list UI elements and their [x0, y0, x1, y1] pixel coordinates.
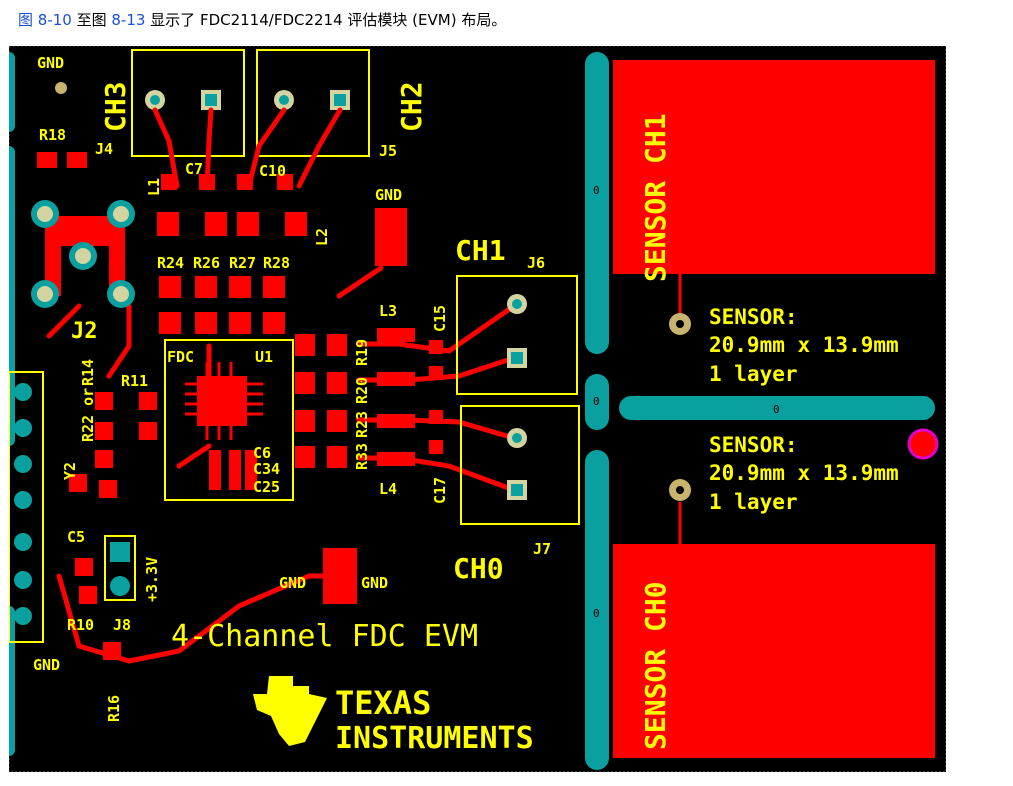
j5-label: J5	[379, 142, 397, 160]
r28-label: R28	[263, 254, 290, 272]
c10-label: C10	[259, 162, 286, 180]
r23-label: R23	[353, 411, 371, 438]
sensor-note-bottom-line1: SENSOR:	[709, 433, 798, 457]
power-label: +3.3V	[143, 557, 161, 602]
smd-pads	[37, 152, 443, 660]
pcb-layout-image: 0 0 0 0 SENSOR CH1 SENSOR CH0 SENSOR: 20…	[9, 46, 946, 772]
ch3-label: CH3	[99, 81, 132, 132]
y2-label: Y2	[61, 462, 79, 480]
j2-connector	[31, 200, 135, 308]
r11-label: R11	[121, 372, 148, 390]
left-header-pins	[14, 383, 32, 625]
connector-pads-top	[145, 90, 350, 110]
r19-label: R19	[353, 339, 371, 366]
caption-text-mid: 至图	[71, 11, 112, 29]
gnd-pad-top	[375, 208, 407, 266]
c17-label: C17	[431, 477, 449, 504]
gnd-label-trace: GND	[279, 574, 306, 592]
gnd-label-power: GND	[361, 574, 388, 592]
figure-ref-link-start[interactable]: 图 8-10	[18, 11, 72, 29]
logo-line-instruments: INSTRUMENTS	[335, 721, 534, 756]
l1-label: L1	[145, 178, 163, 196]
j6-outline	[456, 275, 578, 395]
r22-label: R22 or	[79, 388, 97, 442]
u1-thermal-pad	[197, 376, 247, 426]
gnd-label-bottomleft: GND	[33, 656, 60, 674]
c25-label: C25	[253, 478, 280, 496]
j7-label: J7	[533, 540, 551, 558]
zero-label-3: 0	[773, 403, 780, 416]
c5-label: C5	[67, 528, 85, 546]
ch1-label: CH1	[455, 234, 506, 267]
fdc-label: FDC	[167, 348, 194, 366]
j4-outline	[131, 49, 245, 157]
gnd-label-pad: GND	[375, 186, 402, 204]
r14-label: R14	[79, 359, 97, 386]
sensor-ch0-pad	[613, 544, 935, 758]
gnd-testpoint	[55, 82, 67, 94]
j2-label: J2	[71, 319, 98, 344]
ch0-label: CH0	[453, 552, 504, 585]
sensor-note-top-line2: 20.9mm x 13.9mm	[709, 333, 899, 357]
j6-label: J6	[527, 254, 545, 272]
l2-label: L2	[313, 228, 331, 246]
figure-ref-link-end[interactable]: 8-13	[111, 11, 146, 29]
texas-state-icon	[253, 676, 327, 746]
left-header-outline	[9, 371, 44, 643]
zero-label-2: 0	[593, 395, 600, 408]
r20-label: R20	[353, 377, 371, 404]
r10-label: R10	[67, 616, 94, 634]
connector-pads-right	[507, 294, 527, 500]
gnd-label-topleft: GND	[37, 54, 64, 72]
sensor-note-top-line3: 1 layer	[709, 362, 798, 386]
j8-label: J8	[113, 616, 131, 634]
l3-label: L3	[379, 302, 397, 320]
caption-text: 显示了 FDC2114/FDC2214 评估模块 (EVM) 布局。	[145, 11, 507, 29]
j4-label: J4	[95, 140, 113, 158]
r26-label: R26	[193, 254, 220, 272]
ti-logo: TEXAS INSTRUMENTS	[253, 676, 534, 756]
magenta-test-via	[907, 428, 939, 460]
r33-label: R33	[353, 443, 371, 470]
r16-label: R16	[105, 695, 123, 722]
logo-line-texas: TEXAS	[335, 684, 431, 722]
u1-label: U1	[255, 348, 273, 366]
figure-caption: 图 8-10 至图 8-13 显示了 FDC2114/FDC2214 评估模块 …	[18, 9, 506, 30]
j7-outline	[460, 405, 580, 525]
sensor-ch0-label: SENSOR CH0	[639, 581, 672, 750]
gnd-pad-bottom	[323, 548, 357, 604]
u1-pins	[185, 362, 263, 440]
sensor-note-bottom-line2: 20.9mm x 13.9mm	[709, 461, 899, 485]
c6-label: C6	[253, 444, 271, 462]
zero-label-4: 0	[593, 607, 600, 620]
c7-label: C7	[185, 160, 203, 178]
sensor-ch1-label: SENSOR CH1	[639, 113, 672, 282]
ground-separators	[9, 52, 935, 770]
ch2-label: CH2	[395, 81, 428, 132]
r27-label: R27	[229, 254, 256, 272]
sensor-note-top-line1: SENSOR:	[709, 305, 798, 329]
board-title: 4-Channel FDC EVM	[171, 619, 478, 654]
r18-label: R18	[39, 126, 66, 144]
c34-label: C34	[253, 460, 280, 478]
sensor-note-bottom-line3: 1 layer	[709, 490, 798, 514]
c15-label: C15	[431, 305, 449, 332]
sensor-ch1-pad	[613, 60, 935, 274]
u1-outline	[164, 339, 294, 501]
j8-outline	[104, 535, 136, 601]
r24-label: R24	[157, 254, 184, 272]
l4-label: L4	[379, 480, 397, 498]
zero-label-1: 0	[593, 184, 600, 197]
